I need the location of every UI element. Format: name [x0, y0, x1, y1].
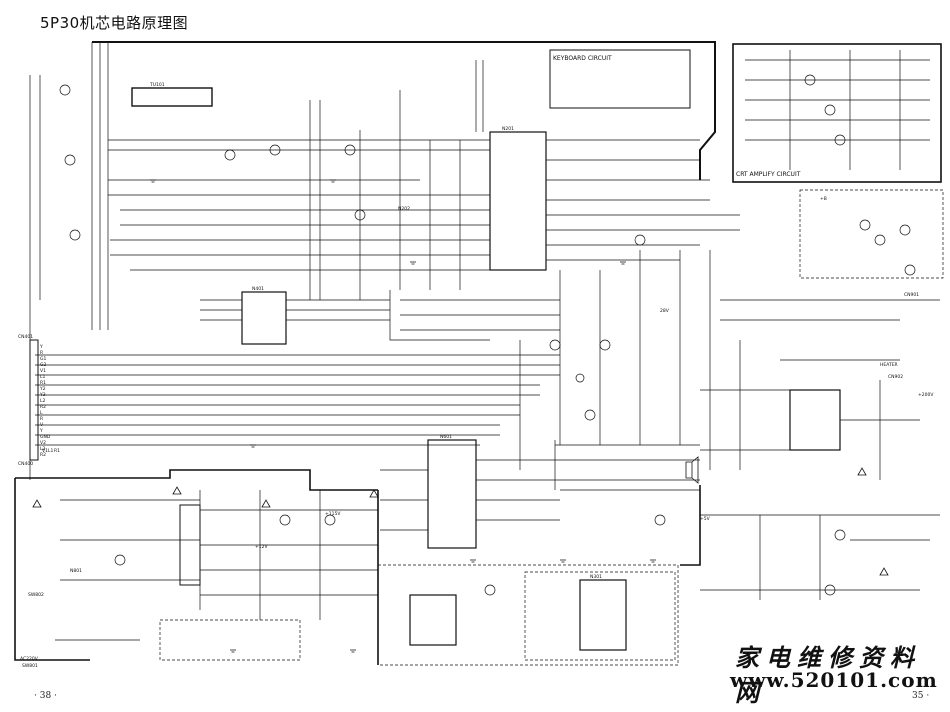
svg-text:L2: L2	[40, 398, 46, 404]
svg-text:Y2: Y2	[39, 386, 46, 392]
ac-input-label: AC220V	[20, 656, 39, 662]
svg-text:V: V	[40, 422, 44, 428]
svg-text:GND: GND	[40, 434, 51, 440]
tuner-label: TU101	[149, 82, 165, 88]
diagram-title: 5P30机芯电路原理图	[40, 14, 189, 32]
cn902-label: CN902	[888, 374, 903, 380]
main-ic-label: N201	[502, 126, 514, 132]
svg-text:G1: G1	[40, 356, 46, 362]
svg-text:L1: L1	[40, 374, 46, 380]
svg-text:L1: L1	[48, 448, 54, 454]
audio-ic	[427, 439, 477, 549]
rail-labels: +12V +5V +115V +200V +B 28V V1 L1 R1	[42, 196, 934, 550]
svg-text:V1: V1	[42, 448, 48, 454]
keyboard-label: KEYBOARD CIRCUIT	[553, 55, 612, 62]
av-switch-ic-label: N401	[252, 286, 264, 292]
vertical-ic-label: N301	[590, 574, 602, 580]
av-connector	[29, 339, 39, 461]
av-pin-labels: Y R G1 G2 V1 L1 R1 Y2 Y3 L2 R2 L R V Y G…	[39, 344, 51, 458]
svg-text:G2: G2	[40, 362, 46, 368]
svg-text:+B: +B	[820, 196, 827, 202]
keyboard-box	[549, 49, 691, 109]
watermark-url: www.520101.com	[730, 668, 938, 692]
main-ic	[489, 131, 547, 271]
svg-text:R1: R1	[54, 448, 60, 454]
svg-text:R2: R2	[40, 404, 46, 410]
page-number-right: 35 ·	[912, 691, 930, 701]
svg-text:+115V: +115V	[325, 511, 341, 517]
svg-text:L: L	[40, 410, 43, 416]
svg-text:L2: L2	[40, 446, 46, 452]
svg-text:R2: R2	[40, 452, 46, 458]
eeprom-label: N202	[398, 206, 410, 212]
svg-text:+200V: +200V	[918, 392, 934, 398]
svg-text:R1: R1	[40, 380, 46, 386]
page-number-left: · 38 ·	[34, 691, 57, 701]
svg-text:R: R	[40, 350, 43, 356]
svg-text:+5V: +5V	[700, 516, 711, 522]
sw802-label: SW802	[28, 592, 44, 598]
watermark-chinese: 家电维修资料网	[735, 643, 921, 707]
svg-text:Y: Y	[39, 428, 43, 434]
tuner-block	[131, 87, 213, 107]
svg-text:28V: 28V	[660, 308, 670, 314]
crt-amplify-label: CRT AMPLIFY CIRCUIT	[736, 171, 801, 178]
heater-label: HEATER	[880, 362, 898, 368]
svg-text:Y: Y	[39, 344, 43, 350]
svg-text:Y3: Y3	[39, 392, 46, 398]
power-ic-label: N801	[70, 568, 82, 574]
svg-text:V2: V2	[40, 440, 46, 446]
svg-text:R: R	[40, 416, 43, 422]
crt-amplify-box	[732, 43, 942, 183]
cn901-label: CN901	[904, 292, 919, 298]
svg-text:V1: V1	[40, 368, 46, 374]
main-board-border	[92, 41, 716, 180]
av-out-connector-label: CN400	[18, 461, 33, 467]
svg-text:+12V: +12V	[255, 544, 268, 550]
audio-ic-label: N601	[440, 434, 452, 440]
av-in-connector-label: CN401	[18, 334, 33, 340]
sw801-label: SW801	[22, 663, 38, 669]
av-switch-ic	[241, 291, 287, 345]
